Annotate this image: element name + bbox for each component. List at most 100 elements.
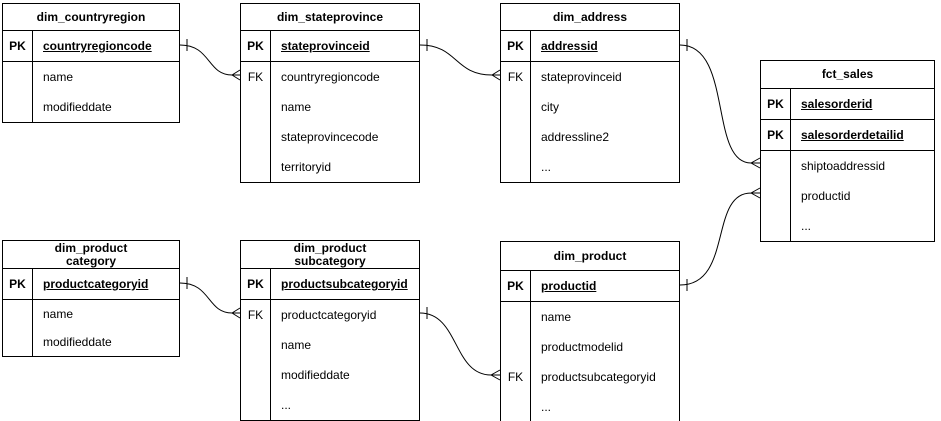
key-label: [3, 300, 33, 328]
key-label: [501, 122, 531, 152]
field-name: modifieddate: [281, 368, 350, 382]
field-row: modifieddate: [3, 328, 179, 356]
field-name: productcategoryid: [281, 308, 377, 322]
field-name: name: [541, 310, 572, 324]
field-row: PK productcategoryid: [3, 269, 179, 300]
field-name: name: [281, 338, 312, 352]
field-row: name: [3, 300, 179, 328]
field-row: name: [3, 62, 179, 92]
field-name: modifieddate: [43, 100, 112, 114]
field-row: FK productsubcategoryid: [501, 362, 679, 392]
key-label: [241, 360, 271, 390]
field-row: modifieddate: [241, 360, 419, 390]
key-label: [761, 151, 791, 181]
key-label: [241, 330, 271, 360]
key-label: [761, 181, 791, 211]
field-row: ...: [241, 390, 419, 420]
field-name: stateprovinceid: [281, 39, 370, 53]
field-row: PK productid: [501, 271, 679, 302]
key-label: [241, 390, 271, 420]
key-label: [241, 92, 271, 122]
field-name: shiptoaddressid: [801, 159, 886, 173]
key-label: [3, 92, 33, 122]
field-row: FK productcategoryid: [241, 300, 419, 330]
entity-dim-product-subcategory[interactable]: dim_product subcategory PK productsubcat…: [240, 240, 420, 421]
key-label: PK: [501, 271, 531, 301]
entity-title: dim_product category: [3, 241, 179, 269]
field-row: ...: [501, 392, 679, 421]
field-name: name: [43, 70, 74, 84]
key-label: [761, 211, 791, 241]
field-name: salesorderdetailid: [801, 128, 904, 142]
key-label: PK: [241, 269, 271, 299]
field-name: name: [281, 100, 312, 114]
entity-dim-product-category[interactable]: dim_product category PK productcategoryi…: [2, 240, 180, 357]
field-name: city: [541, 100, 559, 114]
entity-dim-address[interactable]: dim_address PK addressid FK stateprovinc…: [500, 3, 680, 183]
field-name: ...: [801, 219, 812, 233]
key-label: [241, 152, 271, 182]
entity-title: dim_product subcategory: [241, 241, 419, 269]
field-row: shiptoaddressid: [761, 151, 934, 181]
field-name: productid: [801, 189, 851, 203]
entity-dim-stateprovince[interactable]: dim_stateprovince PK stateprovinceid FK …: [240, 3, 420, 183]
field-row: PK countryregioncode: [3, 31, 179, 62]
field-row: addressline2: [501, 122, 679, 152]
key-label: PK: [761, 120, 791, 150]
connector-stateprovince-to-address: [419, 39, 501, 81]
key-label: [501, 392, 531, 421]
field-row: ...: [501, 152, 679, 182]
entity-title: dim_countryregion: [3, 4, 179, 31]
connector-address-to-fctsales: [679, 39, 761, 169]
field-row: name: [501, 302, 679, 332]
entity-dim-product[interactable]: dim_product PK productid name productmod…: [500, 241, 680, 421]
field-row: territoryid: [241, 152, 419, 182]
field-name: productmodelid: [541, 340, 624, 354]
field-row: FK countryregioncode: [241, 62, 419, 92]
field-name: ...: [541, 160, 552, 174]
field-name: productsubcategoryid: [281, 277, 408, 291]
field-name: stateprovincecode: [281, 130, 379, 144]
field-row: name: [241, 330, 419, 360]
key-label: PK: [241, 31, 271, 61]
entity-title: dim_address: [501, 4, 679, 31]
field-row: ...: [761, 211, 934, 241]
key-label: [501, 152, 531, 182]
key-label: PK: [501, 31, 531, 61]
key-label: [241, 122, 271, 152]
key-label: FK: [501, 362, 531, 392]
key-label: [501, 332, 531, 362]
entity-title: dim_product: [501, 242, 679, 271]
field-name: stateprovinceid: [541, 70, 622, 84]
connector-productcategory-to-productsubcategory: [179, 277, 241, 319]
field-name: productsubcategoryid: [541, 370, 656, 384]
entity-dim-countryregion[interactable]: dim_countryregion PK countryregioncode n…: [2, 3, 180, 123]
field-name: name: [43, 307, 74, 321]
key-label: FK: [241, 62, 271, 92]
field-name: ...: [281, 398, 292, 412]
field-name: ...: [541, 400, 552, 414]
key-label: FK: [241, 300, 271, 330]
connector-product-to-fctsales: [679, 187, 761, 291]
field-row: FK stateprovinceid: [501, 62, 679, 92]
connector-countryregion-to-stateprovince: [179, 39, 241, 81]
field-name: modifieddate: [43, 335, 112, 349]
entity-fct-sales[interactable]: fct_sales PK salesorderid PK salesorderd…: [760, 60, 935, 242]
field-row: city: [501, 92, 679, 122]
field-name: addressid: [541, 39, 598, 53]
key-label: [501, 92, 531, 122]
field-name: territoryid: [281, 160, 332, 174]
field-name: productid: [541, 279, 597, 293]
field-row: modifieddate: [3, 92, 179, 122]
key-label: [3, 62, 33, 92]
field-name: addressline2: [541, 130, 610, 144]
key-label: FK: [501, 62, 531, 92]
field-name: salesorderid: [801, 97, 873, 111]
field-row: productid: [761, 181, 934, 211]
key-label: PK: [3, 269, 33, 299]
field-name: productcategoryid: [43, 277, 149, 291]
entity-title: fct_sales: [761, 61, 934, 89]
field-row: stateprovincecode: [241, 122, 419, 152]
